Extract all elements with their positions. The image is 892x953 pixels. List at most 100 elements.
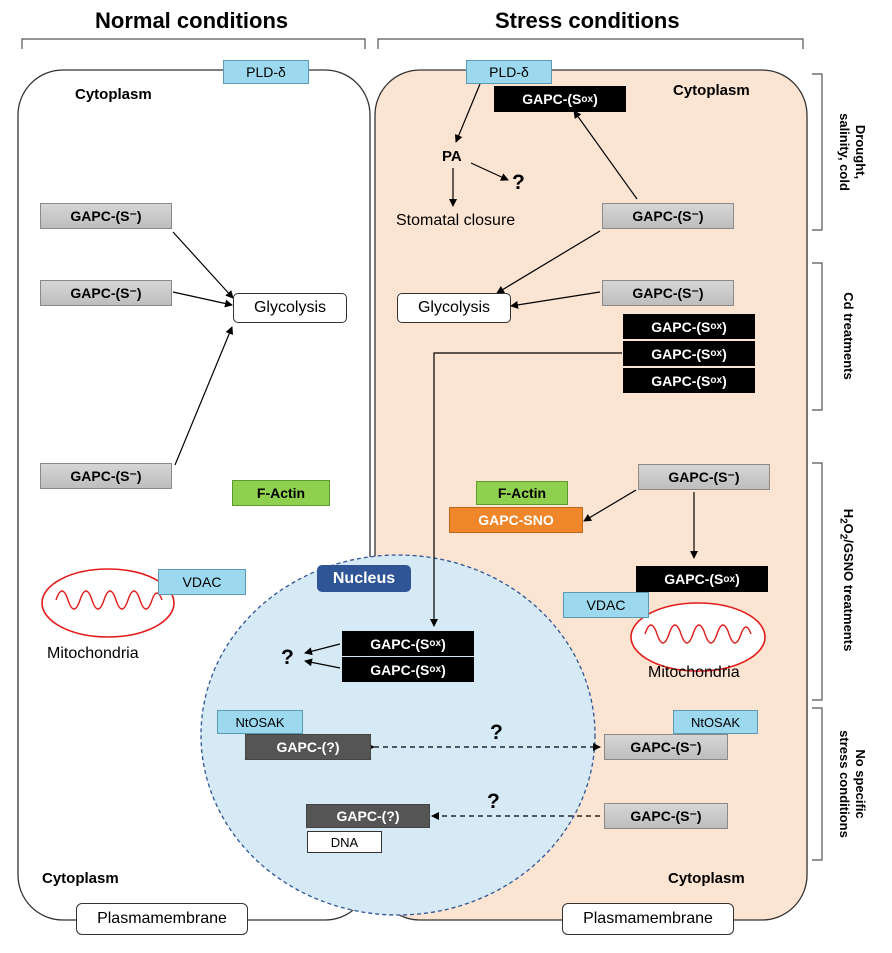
- arrow-nuc-q1: [304, 643, 341, 656]
- gapc-sox-suffix: ): [441, 635, 446, 652]
- gapc-sox-suffix: ): [722, 345, 727, 362]
- mitochondria-normal-cristae: [55, 590, 163, 610]
- gapc-sox-sub: ox: [429, 638, 442, 649]
- arrow-gapc-sox-top: [573, 110, 638, 200]
- gapc-s-stress-1: GAPC-(S⁻): [602, 203, 734, 229]
- mitochondria-label-normal: Mitochondria: [47, 645, 139, 662]
- gapc-unknown-2: GAPC-(?): [306, 804, 430, 828]
- pld-delta-stress: PLD-δ: [466, 60, 552, 84]
- nucleus: [200, 554, 596, 916]
- cytoplasm-label-normal-bottom: Cytoplasm: [42, 870, 119, 887]
- cytoplasm-label-stress-bottom: Cytoplasm: [668, 870, 745, 887]
- gapc-sox-suffix: ): [722, 318, 727, 335]
- gapc-sox-sub: ox: [581, 93, 594, 105]
- h2o2-c: /GSNO treatments: [841, 539, 856, 652]
- stress-header-bracket: [377, 38, 804, 49]
- arrow-n2-glycolysis: [172, 291, 233, 308]
- gapc-s-dna: GAPC-(S⁻): [604, 803, 728, 829]
- side-label-cd: Cd treatments: [841, 292, 856, 380]
- question-pa: ?: [512, 171, 525, 194]
- gapc-sox-prefix: GAPC-(S: [651, 318, 711, 335]
- gapc-unknown-1: GAPC-(?): [245, 734, 371, 760]
- h2o2-a: H: [841, 508, 856, 519]
- bracket-drought: [812, 73, 823, 231]
- gapc-sox-sub: ox: [710, 321, 723, 332]
- side-label-nospecific-line1: No specific: [853, 749, 868, 819]
- arrow-n3-glycolysis: [174, 326, 234, 466]
- vdac-stress: VDAC: [563, 592, 649, 618]
- arrow-sox-to-nucleus: [430, 352, 622, 627]
- f-actin-normal: F-Actin: [232, 480, 330, 506]
- gapc-sox-prefix: GAPC-(S: [370, 635, 430, 652]
- gapc-sox-sub: ox: [429, 664, 442, 675]
- question-nucleus: ?: [281, 646, 294, 669]
- dna-box: DNA: [307, 831, 382, 853]
- bracket-cd: [812, 262, 823, 411]
- side-label-nospecific: No specific stress conditions: [836, 719, 868, 849]
- gapc-s-normal-2: GAPC-(S⁻): [40, 280, 172, 306]
- arrow-s2-glycolysis: [510, 291, 601, 309]
- arrow-gapcs-sno: [583, 489, 637, 522]
- mitochondria-normal-outer: [41, 568, 175, 638]
- pld-delta-normal: PLD-δ: [223, 60, 309, 84]
- cytoplasm-label-stress-top: Cytoplasm: [673, 82, 750, 99]
- nucleus-label: Nucleus: [317, 565, 411, 592]
- ntosak-nucleus: NtOSAK: [217, 710, 303, 734]
- plasmamembrane-label-normal: Plasmamembrane: [76, 903, 248, 935]
- arrow-pld-pa: [454, 83, 481, 143]
- gapc-s-ntosak: GAPC-(S⁻): [604, 734, 728, 760]
- gapc-sox-suffix: ): [593, 91, 598, 107]
- gapc-sox-prefix: GAPC-(S: [651, 372, 711, 389]
- normal-conditions-header: Normal conditions: [95, 8, 289, 33]
- gapc-sox-suffix: ): [441, 661, 446, 678]
- glycolysis-normal: Glycolysis: [233, 293, 347, 323]
- gapc-sno-box: GAPC-SNO: [449, 507, 583, 533]
- side-label-drought-line1: Drought,: [853, 124, 868, 180]
- bracket-h2o2: [812, 462, 823, 701]
- gapc-sox-sub: ox: [723, 573, 736, 585]
- gapc-s-stress-2: GAPC-(S⁻): [602, 280, 734, 306]
- gapc-sox-suffix: ): [722, 372, 727, 389]
- gapc-sox-sub: ox: [710, 348, 723, 359]
- plasmamembrane-label-stress: Plasmamembrane: [562, 903, 734, 935]
- side-label-h2o2: H2O2/GSNO treatments: [837, 490, 856, 670]
- side-label-drought-line2: salinity, cold: [837, 113, 852, 191]
- gapc-s-stress-h2o2: GAPC-(S⁻): [638, 464, 770, 490]
- arrow-n1-glycolysis: [172, 231, 234, 299]
- side-label-drought: Drought, salinity, cold: [836, 97, 868, 207]
- normal-header-bracket: [21, 38, 366, 49]
- gapc-sox-prefix: GAPC-(S: [664, 571, 724, 587]
- gapc-sox-prefix: GAPC-(S: [370, 661, 430, 678]
- h2o2-b: O: [841, 523, 856, 534]
- gapc-sox-suffix: ): [735, 571, 740, 587]
- f-actin-stress: F-Actin: [476, 481, 568, 505]
- gapc-sox-sub: ox: [710, 375, 723, 386]
- stomatal-closure-label: Stomatal closure: [396, 212, 516, 229]
- gapc-sox-prefix: GAPC-(S: [522, 91, 582, 107]
- pa-label: PA: [442, 148, 462, 165]
- gapc-sox-prefix: GAPC-(S: [651, 345, 711, 362]
- stress-conditions-header: Stress conditions: [495, 8, 680, 33]
- question-ntosak: ?: [490, 721, 503, 744]
- arrow-s1-glycolysis: [496, 230, 601, 294]
- vdac-normal: VDAC: [158, 569, 246, 595]
- gapc-s-normal-1: GAPC-(S⁻): [40, 203, 172, 229]
- arrow-pa-question: [470, 162, 509, 181]
- ntosak-cytoplasm: NtOSAK: [673, 710, 758, 734]
- mitochondria-label-stress: Mitochondria: [648, 664, 740, 681]
- mitochondria-stress-cristae: [644, 624, 752, 644]
- side-label-nospecific-line2: stress conditions: [837, 730, 852, 838]
- glycolysis-stress: Glycolysis: [397, 293, 511, 323]
- bracket-nospecific: [812, 707, 823, 861]
- arrow-nuc-q2: [304, 658, 341, 669]
- mitochondria-stress-outer: [630, 602, 766, 672]
- question-dna: ?: [487, 790, 500, 813]
- gapc-s-normal-3: GAPC-(S⁻): [40, 463, 172, 489]
